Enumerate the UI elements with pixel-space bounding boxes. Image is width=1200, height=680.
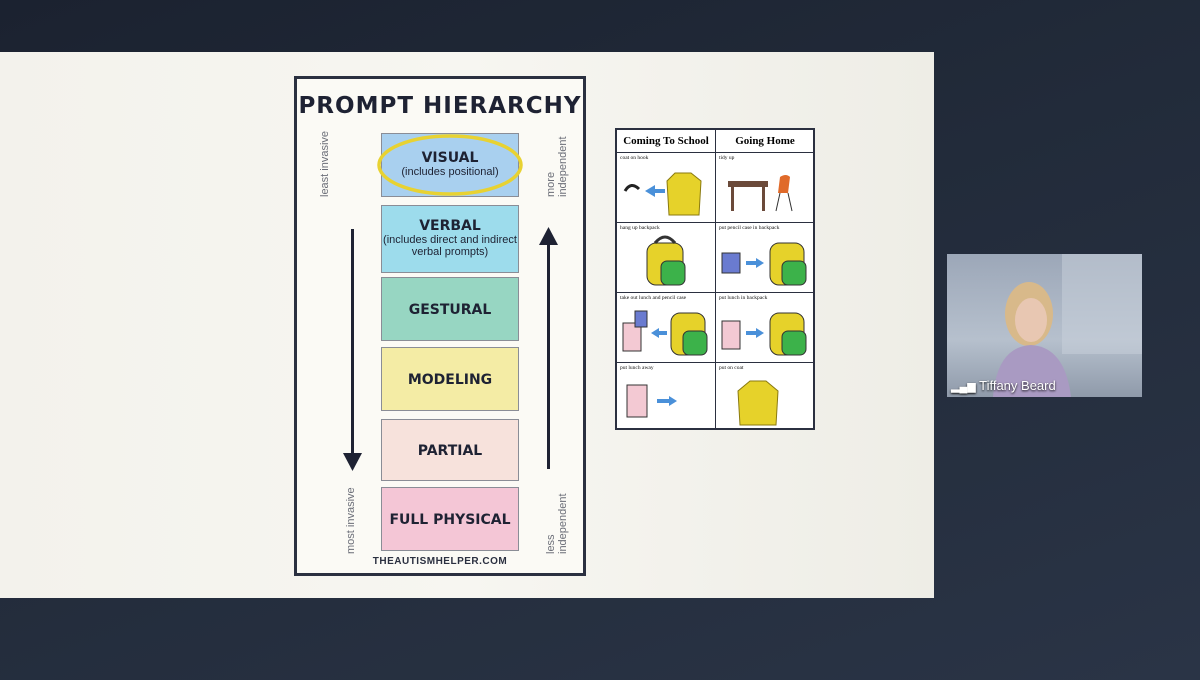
level-name: VISUAL (421, 150, 479, 166)
least-invasive-label: least invasive (319, 130, 331, 197)
schedule-cell: tidy up (716, 153, 814, 223)
going-home-column: Going Home tidy up put pencil case in ba… (716, 130, 814, 428)
more-independent-label: more independent (545, 136, 569, 197)
schedule-cell: take out lunch and pencil case (617, 293, 715, 363)
backpack-icon (646, 235, 686, 286)
prompt-hierarchy-poster: PROMPT HIERARCHY least invasive most inv… (294, 76, 586, 576)
up-arrow-icon (539, 227, 558, 245)
lunch-and-backpack-icon (622, 310, 708, 356)
schedule-cell: coat on hook (617, 153, 715, 223)
lunch-to-backpack-icon (721, 312, 807, 356)
column-title: Coming To School (617, 130, 715, 153)
cell-caption: put lunch away (620, 365, 654, 371)
level-sub: (includes direct and indirect verbal pro… (383, 234, 517, 258)
pencil-case-to-backpack-icon (721, 242, 807, 286)
participant-video-tile[interactable]: ▂▄▆ Tiffany Beard (947, 254, 1142, 397)
cell-caption: hang up backpack (620, 225, 660, 231)
level-sub: (includes positional) (401, 166, 499, 178)
lunch-bag-icon (626, 384, 677, 418)
participant-name-label: ▂▄▆ Tiffany Beard (951, 378, 1056, 393)
level-name: FULL PHYSICAL (389, 512, 511, 528)
participant-name: Tiffany Beard (979, 378, 1056, 393)
column-title: Going Home (716, 130, 814, 153)
level-name: MODELING (407, 372, 493, 388)
cell-caption: coat on hook (620, 155, 649, 161)
signal-bars-icon: ▂▄▆ (951, 381, 976, 393)
schedule-cell: put lunch in backpack (716, 293, 814, 363)
level-modeling: MODELING (381, 347, 519, 411)
level-gestural: GESTURAL (381, 277, 519, 341)
level-partial-physical: PARTIAL PHYSICAL (381, 419, 519, 521)
level-full-physical: FULL PHYSICAL (381, 487, 519, 551)
most-invasive-label: most invasive (345, 487, 357, 554)
poster-footer: THEAUTISMHELPER.COM (372, 556, 508, 567)
schedule-cell: put pencil case in backpack (716, 223, 814, 293)
schedule-cell: hang up backpack (617, 223, 715, 293)
level-verbal: VERBAL (includes direct and indirect ver… (381, 205, 519, 273)
coat-icon (737, 380, 779, 426)
cell-caption: put on coat (719, 365, 744, 371)
schedule-cell: put on coat (716, 363, 814, 432)
less-independent-label: less independent (545, 493, 569, 554)
coat-hook-icon (623, 172, 702, 216)
level-name: GESTURAL (408, 302, 492, 318)
level-name: VERBAL (419, 218, 481, 234)
cell-caption: put lunch in backpack (719, 295, 768, 301)
down-arrow-icon (343, 453, 362, 471)
table-chair-icon (728, 175, 793, 212)
cell-caption: put pencil case in backpack (719, 225, 780, 231)
visual-schedule: Coming To School coat on hook hang up ba… (615, 128, 815, 430)
schedule-cell: put lunch away (617, 363, 715, 432)
cell-caption: take out lunch and pencil case (620, 295, 687, 301)
cell-caption: tidy up (719, 155, 735, 161)
highlight-ellipse (377, 134, 523, 196)
coming-to-school-column: Coming To School coat on hook hang up ba… (617, 130, 716, 428)
participant-avatar (993, 254, 1142, 397)
down-arrow-line (351, 229, 354, 459)
poster-title: PROMPT HIERARCHY (298, 93, 582, 119)
up-arrow-line (547, 243, 550, 469)
